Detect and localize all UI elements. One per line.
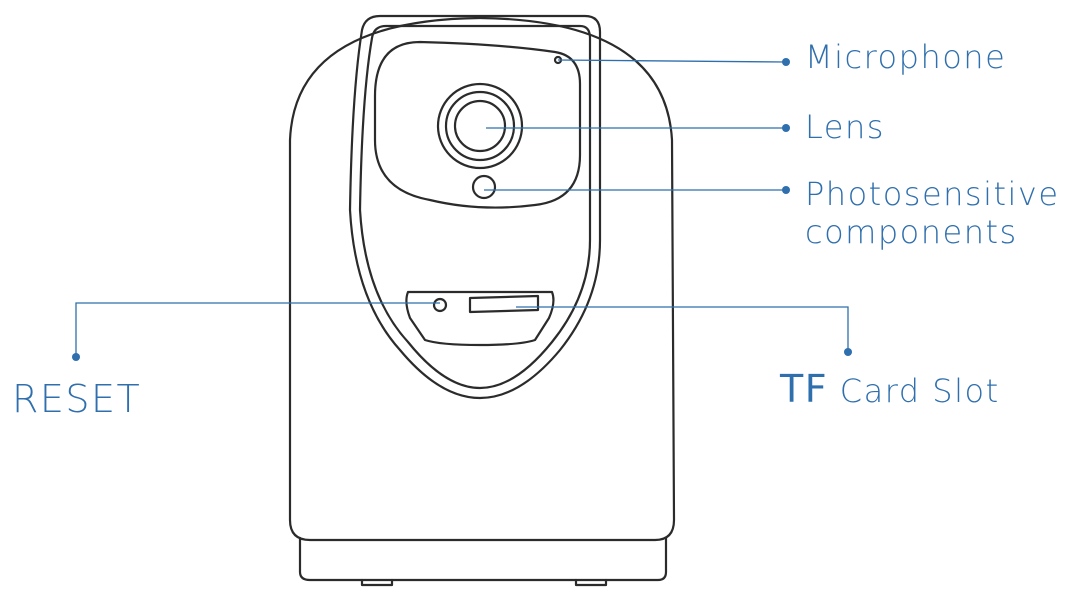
- microphone-label: Microphone: [805, 38, 1007, 76]
- photosensor: [471, 174, 497, 200]
- photosensitive-label-line1: Photosensitive: [805, 175, 1060, 213]
- photosensitive-label-line2: components: [805, 213, 1018, 251]
- photosensitive-label: Photosensitive components: [805, 175, 1060, 251]
- lens-ring-outer: [436, 82, 524, 170]
- head-housing: [348, 14, 602, 400]
- head-inner-rim: [358, 24, 592, 390]
- camera-body: [288, 16, 676, 542]
- base-feet: [360, 578, 608, 587]
- lens-ring-inner: [453, 99, 507, 153]
- microphone-callout-line: [557, 59, 787, 63]
- tf-slot: [468, 294, 540, 314]
- reset-label: RESET: [12, 377, 142, 421]
- lens-ring-mid: [444, 90, 516, 162]
- photosensor-callout-dot: [782, 186, 790, 194]
- reset-callout-dot: [72, 353, 80, 361]
- face-plate: [373, 40, 582, 209]
- tf-callout-dot: [844, 348, 852, 356]
- tf-label-suffix: Card Slot: [839, 372, 1000, 410]
- slot-recess: [405, 290, 555, 347]
- lens-label: Lens: [805, 108, 885, 146]
- tf-callout-line: [516, 306, 849, 350]
- microphone-callout-dot: [782, 58, 790, 66]
- reset-hole: [432, 297, 448, 313]
- tf-card-slot-label: TF Card Slot: [780, 370, 1000, 408]
- lens-callout-dot: [782, 124, 790, 132]
- reset-callout-line: [75, 302, 440, 355]
- tf-label-prefix: TF: [780, 367, 829, 411]
- camera-base: [298, 536, 668, 582]
